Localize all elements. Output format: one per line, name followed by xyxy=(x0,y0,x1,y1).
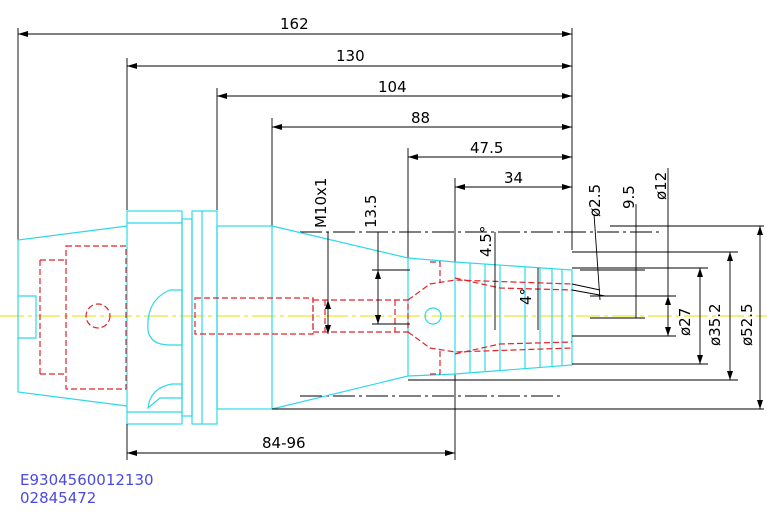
hidden-collet-taper-top xyxy=(407,279,573,301)
hidden-cross-hole xyxy=(85,303,111,329)
dim-9-5: 9.5 xyxy=(620,185,638,209)
dim-84-96: 84-96 xyxy=(262,434,306,452)
hidden-lines xyxy=(39,245,573,390)
flange-groove xyxy=(181,218,193,417)
body xyxy=(216,225,273,410)
part-code-line1: E9304560012130 xyxy=(20,471,154,489)
angle-4-5: 4.5° xyxy=(477,226,495,257)
collet-pin xyxy=(424,307,442,325)
hidden-thread-bore xyxy=(312,299,409,333)
bore-dimensions: M10x1 13.5 xyxy=(312,178,410,334)
dim-47-5: 47.5 xyxy=(470,139,503,157)
dim-34: 34 xyxy=(504,169,523,187)
angle-4: 4° xyxy=(517,288,535,305)
bottom-dimension: 84-96 xyxy=(126,424,455,460)
dim-13-5: 13.5 xyxy=(362,195,380,228)
hidden-collet-taper-bottom xyxy=(407,331,573,353)
dia-35-2: ø35.2 xyxy=(706,303,724,346)
thread-m10x1: M10x1 xyxy=(312,178,330,228)
dim-130: 130 xyxy=(336,47,365,65)
holder-outline xyxy=(17,210,573,425)
retention-knob-seat xyxy=(147,289,183,346)
collet-nut xyxy=(407,257,573,377)
flange-cutout xyxy=(147,383,183,410)
dim-88: 88 xyxy=(411,109,430,127)
drive-slot xyxy=(18,295,37,339)
part-code-line2: 02845472 xyxy=(20,489,96,507)
angle-dimensions: 4.5° 4° xyxy=(477,226,539,330)
conical-nose xyxy=(271,225,409,410)
leader-dia-2-5 xyxy=(593,213,601,301)
dia-27: ø27 xyxy=(676,308,694,336)
dim-104: 104 xyxy=(378,78,407,96)
hidden-shank-bore xyxy=(65,245,127,390)
dim-162: 162 xyxy=(280,15,309,33)
diameter-dimensions: ø2.5 9.5 ø12 ø27 ø35.2 xyxy=(272,168,764,410)
flange-ring xyxy=(191,210,218,425)
dia-12: ø12 xyxy=(652,172,670,200)
dia-2-5: ø2.5 xyxy=(586,184,604,217)
length-dimensions: 162 130 104 88 47.5 34 xyxy=(17,15,573,460)
taper-shank xyxy=(17,225,128,407)
dia-52-5: ø52.5 xyxy=(738,303,756,346)
